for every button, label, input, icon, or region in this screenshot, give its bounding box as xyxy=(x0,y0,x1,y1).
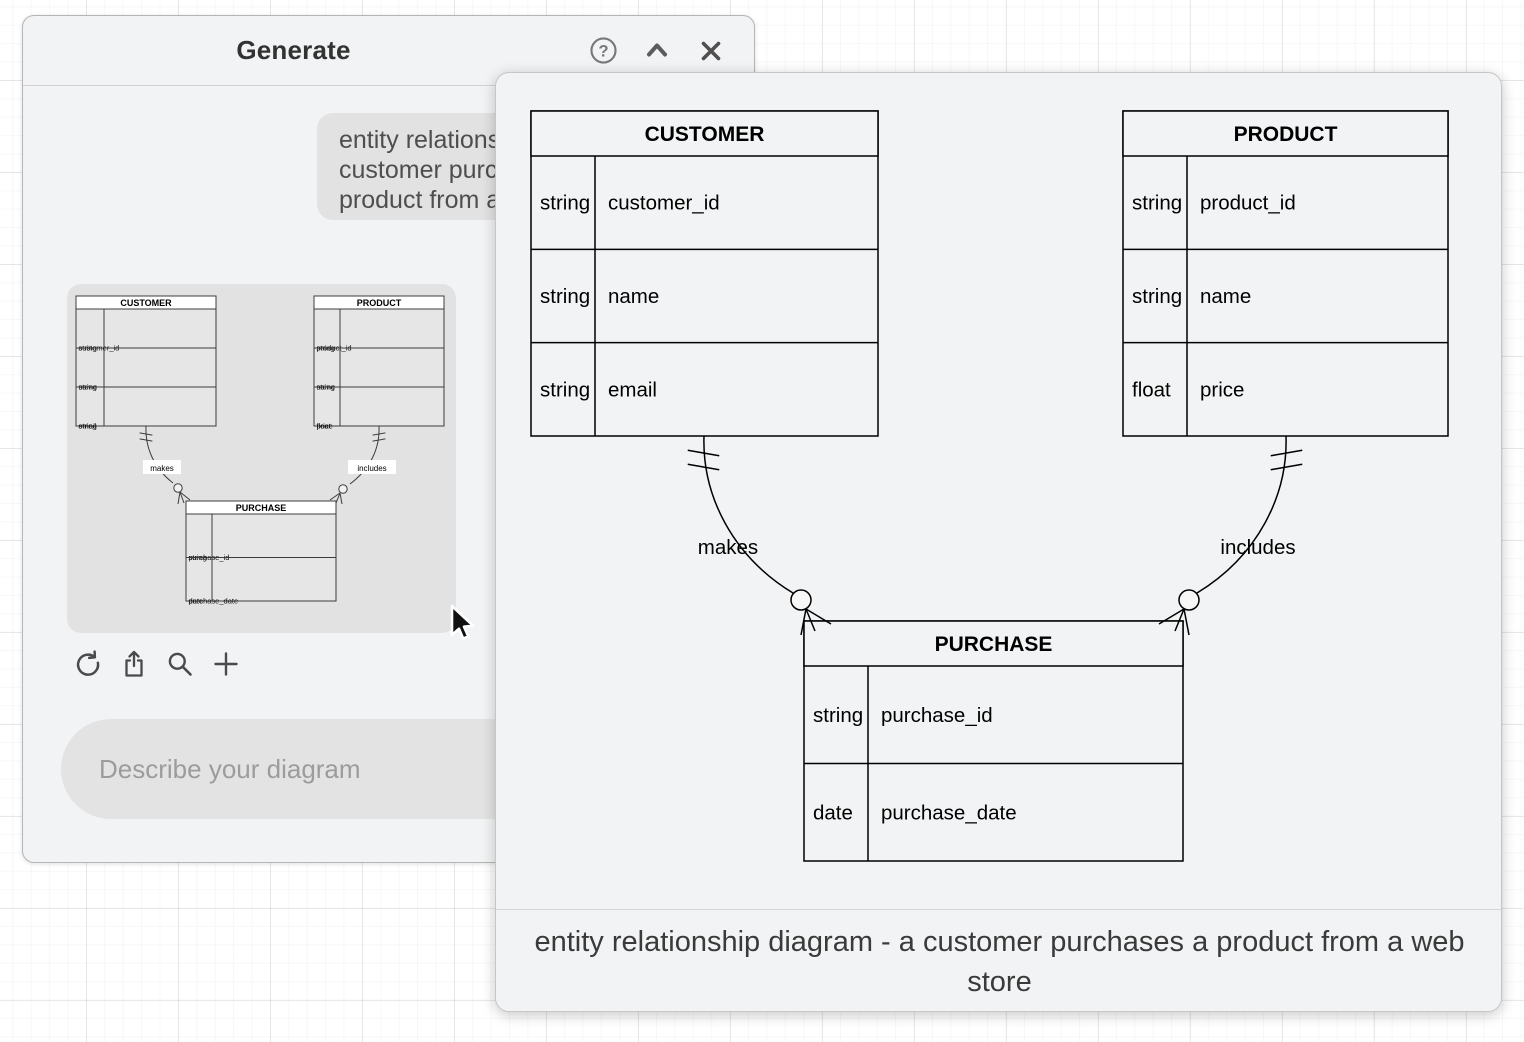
attr-type: string xyxy=(1132,285,1182,308)
attr-type: string xyxy=(79,422,97,431)
attr-name: purchase_id xyxy=(881,704,993,727)
attr-type: string xyxy=(1132,192,1182,215)
attr-name: purchase_date xyxy=(881,801,1017,824)
attr-type: date xyxy=(189,597,204,606)
dialog-title: Generate xyxy=(236,35,351,65)
entity-title: PRODUCT xyxy=(1234,123,1338,146)
attr-type: string xyxy=(540,192,590,215)
help-icon[interactable]: ? xyxy=(586,34,620,68)
attr-name: purchase_date xyxy=(189,597,239,606)
attr-name: name xyxy=(1200,285,1251,308)
share-icon[interactable] xyxy=(119,649,149,679)
relationship-label: includes xyxy=(357,464,386,473)
relationship-includes: includes xyxy=(1158,435,1303,636)
attr-name: email xyxy=(79,422,97,431)
attr-name: name xyxy=(608,285,659,308)
entity-title: PRODUCT xyxy=(357,298,402,308)
refresh-icon[interactable] xyxy=(73,649,103,679)
svg-text:?: ? xyxy=(598,42,608,60)
relationship-label: makes xyxy=(150,464,174,473)
mouse-cursor xyxy=(450,604,475,640)
attr-type: date xyxy=(813,801,853,824)
diagram-caption-text: entity relationship diagram - a customer… xyxy=(534,925,1465,998)
attr-type: float xyxy=(1132,378,1171,401)
entity-title: CUSTOMER xyxy=(645,123,765,146)
chevron-up-icon[interactable] xyxy=(640,34,674,68)
entity-product: PRODUCTstringproduct_idstringnamefloatpr… xyxy=(313,295,445,431)
generate-dialog-header: Generate ? xyxy=(23,16,754,86)
relationship-makes: makes xyxy=(687,435,832,636)
close-icon[interactable] xyxy=(694,34,728,68)
attr-name: product_id xyxy=(1200,192,1296,215)
zoom-icon[interactable] xyxy=(165,649,195,679)
er-diagram-mini: CUSTOMERstringcustomer_idstringnamestrin… xyxy=(75,295,445,606)
entity-title: PURCHASE xyxy=(935,633,1053,656)
attr-name: price xyxy=(317,422,333,431)
attr-type: float xyxy=(317,422,332,431)
relationship-includes: includes xyxy=(329,425,396,505)
entity-purchase: PURCHASEstringpurchase_iddatepurchase_da… xyxy=(185,500,337,606)
add-icon[interactable] xyxy=(211,649,241,679)
attr-type: string xyxy=(540,285,590,308)
attr-name: price xyxy=(1200,378,1244,401)
entity-customer: CUSTOMERstringcustomer_idstringnamestrin… xyxy=(75,295,217,431)
relationship-label: makes xyxy=(698,536,758,559)
diagram-caption: entity relationship diagram - a customer… xyxy=(496,909,1501,1011)
attr-name: email xyxy=(608,378,657,401)
entity-title: CUSTOMER xyxy=(120,298,172,308)
relationship-makes: makes xyxy=(139,425,191,505)
thumbnail-toolbar xyxy=(73,649,241,679)
attr-type: string xyxy=(540,378,590,401)
attr-name: customer_id xyxy=(608,192,720,215)
entity-title: PURCHASE xyxy=(236,503,287,513)
attr-type: string xyxy=(813,704,863,727)
relationship-label: includes xyxy=(1220,536,1295,559)
